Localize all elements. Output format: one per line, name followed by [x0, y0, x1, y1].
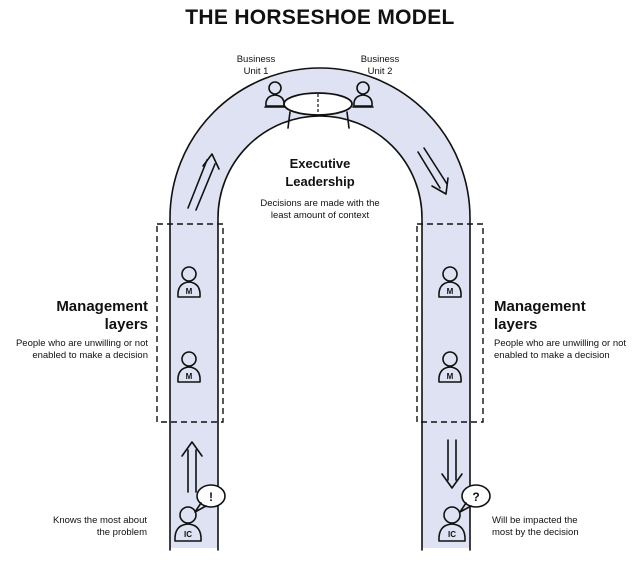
svg-text:M: M	[186, 287, 193, 296]
ic-right-description: Will be impacted the	[492, 515, 578, 526]
management-left-title-line2: layers	[105, 316, 148, 333]
management-right-description: People who are unwilling or not	[494, 338, 626, 349]
arrow-icon	[187, 153, 220, 211]
bubble-question: ?	[472, 490, 479, 504]
business-unit-1-label: Business	[237, 54, 276, 65]
manager-person-icon: M	[177, 266, 201, 298]
horseshoe-outer-edge	[169, 67, 471, 551]
management-box-right	[416, 223, 484, 423]
management-box-left	[156, 223, 224, 423]
meeting-table-icon	[283, 92, 353, 129]
arrow-icon	[441, 439, 463, 489]
management-right-title-line2: layers	[494, 316, 537, 333]
svg-text:M: M	[447, 287, 454, 296]
manager-person-icon: M	[438, 351, 462, 383]
svg-text:IC: IC	[448, 530, 456, 539]
management-left-description-line2: enabled to make a decision	[32, 350, 148, 361]
management-left-title: Management	[56, 298, 148, 315]
business-unit-2-label: Business	[361, 54, 400, 65]
arrow-icon	[181, 441, 203, 493]
horseshoe-inner-edge	[217, 115, 423, 551]
executive-description-line2: least amount of context	[271, 210, 370, 221]
ic-left-description-line2: the problem	[97, 527, 147, 538]
ic-person-icon: IC	[438, 506, 466, 542]
management-right-description-line2: enabled to make a decision	[494, 350, 610, 361]
diagram-title: THE HORSESHOE MODEL	[185, 6, 454, 29]
management-left-description: People who are unwilling or not	[16, 338, 148, 349]
speech-bubble-icon: ?	[459, 484, 491, 513]
svg-text:IC: IC	[184, 530, 192, 539]
management-right-title: Management	[494, 298, 586, 315]
person-icon	[352, 81, 374, 108]
ic-left-description: Knows the most about	[53, 515, 147, 526]
business-unit-1-label-line2: Unit 1	[244, 66, 269, 77]
business-unit-2-label-line2: Unit 2	[368, 66, 393, 77]
manager-person-icon: M	[438, 266, 462, 298]
person-icon	[264, 81, 286, 108]
svg-text:M: M	[186, 372, 193, 381]
arrow-icon	[417, 147, 449, 195]
ic-right-description-line2: most by the decision	[492, 527, 579, 538]
executive-title-line2: Leadership	[285, 174, 354, 189]
executive-title: Executive	[290, 156, 351, 171]
executive-description: Decisions are made with the	[260, 198, 379, 209]
svg-text:M: M	[447, 372, 454, 381]
manager-person-icon: M	[177, 351, 201, 383]
ic-person-icon: IC	[174, 506, 202, 542]
horseshoe-band	[170, 68, 470, 548]
speech-bubble-icon: !	[194, 484, 226, 513]
bubble-exclamation: !	[209, 490, 213, 504]
